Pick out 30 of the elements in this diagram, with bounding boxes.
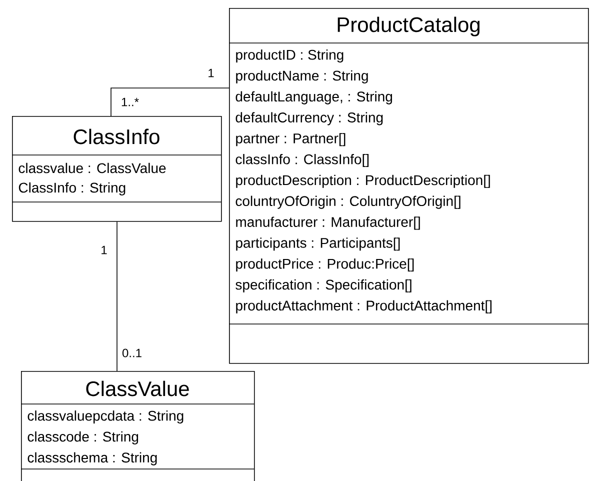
attribute: participants : Participants[] xyxy=(236,238,400,251)
multiplicity: 1..* xyxy=(122,98,139,106)
class-name: ProductCatalog xyxy=(338,16,480,36)
association-line xyxy=(110,88,230,116)
multiplicity: 1 xyxy=(102,246,107,254)
class-box xyxy=(20,371,255,481)
attribute: specification : Specification[] xyxy=(236,279,412,292)
attribute: classvalue : ClassValue xyxy=(18,162,166,174)
attribute: classvaluepcdata : String xyxy=(28,410,184,424)
attribute: productID : String xyxy=(236,49,344,63)
attribute: defaultCurrency : String xyxy=(236,112,383,126)
class-box xyxy=(12,116,222,222)
class-name: ClassValue xyxy=(86,380,189,396)
attribute: classInfo : ClassInfo[] xyxy=(236,154,369,168)
attribute: defaultLanguage, : String xyxy=(236,91,392,104)
class-box xyxy=(228,8,589,364)
attribute: productDescription : ProductDescription[] xyxy=(236,174,490,188)
multiplicity: 1 xyxy=(208,68,214,78)
class-name: ClassInfo xyxy=(74,128,160,144)
attribute: ClassInfo : String xyxy=(18,182,126,196)
multiplicity: 0..1 xyxy=(122,348,142,358)
attribute: coluntryOfOrigin : ColuntryOfOrigin[] xyxy=(236,196,460,209)
attribute: productName : String xyxy=(236,70,368,84)
attribute: productAttachment : ProductAttachment[] xyxy=(236,300,492,314)
association-line xyxy=(116,221,118,372)
attribute: classschema : String xyxy=(28,452,157,466)
attribute: partner : Partner[] xyxy=(236,133,346,146)
attribute: classcode : String xyxy=(28,431,138,444)
attribute: productPrice : Produc:Price[] xyxy=(236,258,414,272)
attribute: manufacturer : Manufacturer[] xyxy=(236,216,420,230)
